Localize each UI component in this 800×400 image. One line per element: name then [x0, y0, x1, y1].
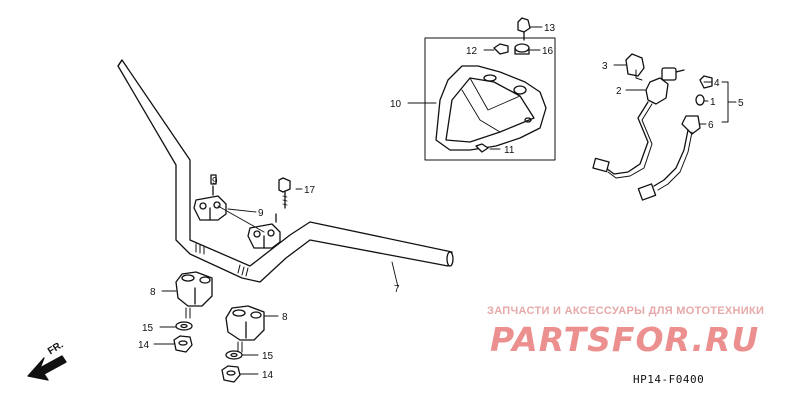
front-direction-arrow — [27, 355, 67, 381]
washer-15-right[interactable] — [225, 350, 243, 360]
label-part-15-right: 15 — [262, 351, 274, 362]
label-part-1: 1 — [710, 97, 716, 108]
upper-holder-right[interactable] — [247, 213, 281, 249]
label-part-15-left: 15 — [142, 323, 154, 334]
clip-12[interactable] — [493, 43, 509, 55]
label-part-3: 3 — [602, 61, 608, 72]
label-part-5: 5 — [738, 98, 744, 109]
clip-11[interactable] — [475, 143, 489, 153]
label-part-17: 17 — [304, 185, 316, 196]
upper-holder-left[interactable] — [193, 174, 227, 221]
label-part-8-left: 8 — [150, 287, 156, 298]
label-part-11: 11 — [504, 145, 515, 156]
label-part-9-top: 9 — [212, 176, 218, 187]
collar-16[interactable] — [514, 43, 530, 55]
handlebar[interactable] — [117, 59, 454, 283]
bolt-17[interactable] — [278, 177, 291, 209]
meter-cover[interactable] — [435, 65, 547, 151]
label-part-9-bottom: 9 — [258, 208, 264, 219]
label-part-7: 7 — [394, 284, 400, 295]
label-part-8-right: 8 — [282, 312, 288, 323]
label-part-4: 4 — [714, 78, 720, 89]
watermark-logo[interactable]: PARTSFOR.RU — [490, 320, 760, 359]
label-part-2: 2 — [616, 86, 622, 97]
washer-15-left[interactable] — [175, 321, 193, 331]
bracket-5 — [721, 81, 729, 123]
washer-1[interactable] — [695, 94, 705, 106]
lower-holder-left[interactable] — [175, 271, 213, 319]
switch-3[interactable] — [625, 53, 645, 81]
label-part-6: 6 — [708, 120, 714, 131]
nut-14-right[interactable] — [221, 365, 241, 383]
label-part-16: 16 — [542, 46, 554, 57]
bolt-13[interactable] — [517, 17, 531, 41]
label-part-14-left: 14 — [138, 340, 150, 351]
lower-holder-right[interactable] — [225, 305, 265, 353]
label-part-14-right: 14 — [262, 370, 274, 381]
diagram-code: HP14-F0400 — [633, 373, 705, 386]
switch-6[interactable] — [637, 115, 701, 201]
label-part-10: 10 — [390, 99, 402, 110]
label-part-12: 12 — [466, 46, 478, 57]
switch-2[interactable] — [592, 67, 685, 179]
meter-cover-frame — [424, 37, 556, 161]
nut-14-left[interactable] — [173, 335, 193, 353]
label-part-13: 13 — [544, 23, 556, 34]
watermark-tagline: ЗАПЧАСТИ И АКСЕССУАРЫ ДЛЯ МОТОТЕХНИКИ — [487, 305, 765, 317]
